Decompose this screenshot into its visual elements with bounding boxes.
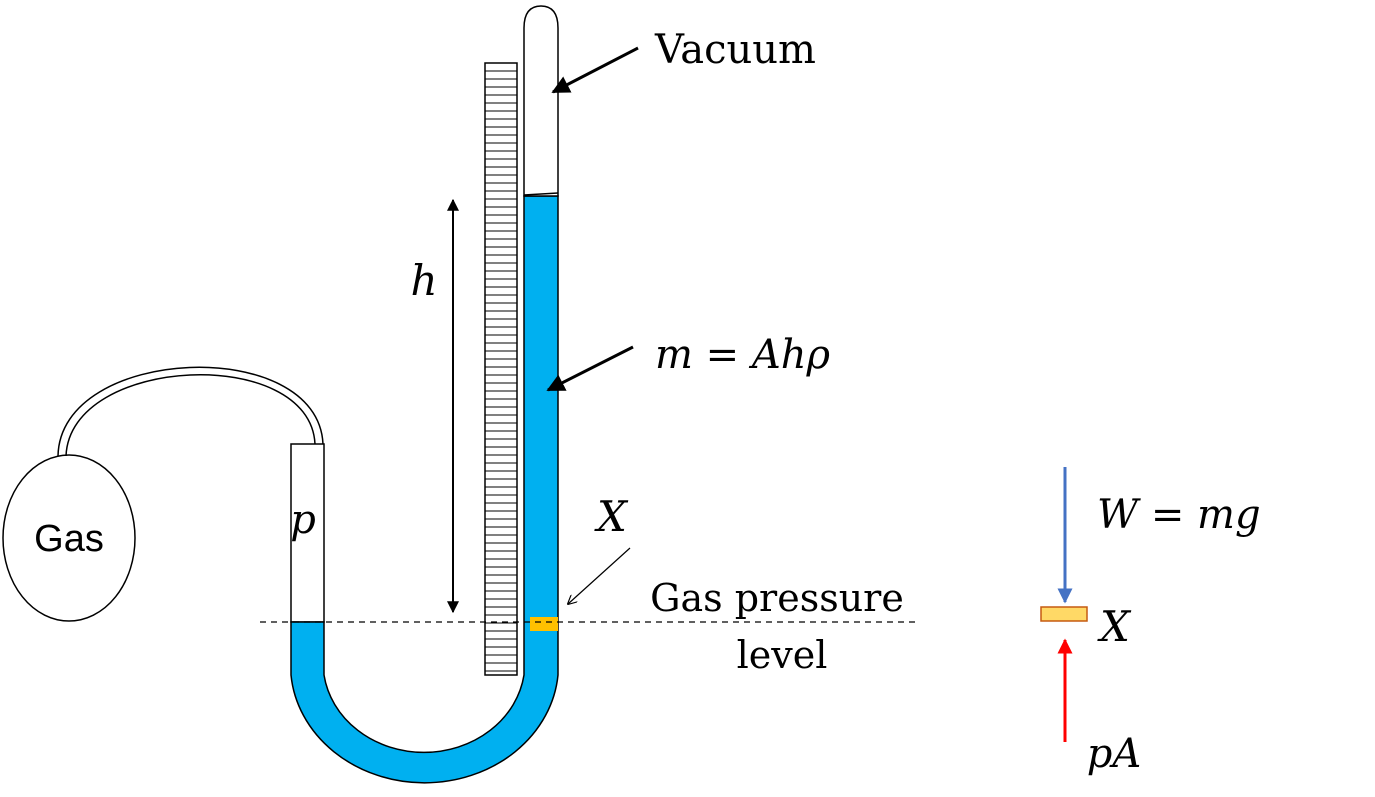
- element-x-fbd: [1040, 606, 1088, 622]
- mass-equation: m = Ahρ: [655, 332, 831, 378]
- pressure-label: p: [290, 497, 316, 543]
- vacuum-pointer-arrow: [551, 46, 639, 94]
- height-label: h: [410, 256, 437, 305]
- right-tube-vacuum: [523, 5, 559, 197]
- gas-pressure-level-label-1: Gas pressure: [650, 576, 904, 620]
- mass-pointer-arrow: [546, 345, 634, 392]
- point-x-pointer: [568, 547, 631, 604]
- point-x-fbd-label: X: [1097, 602, 1132, 651]
- gas-label: Gas: [34, 518, 104, 560]
- gas-pressure-level-label-2: level: [737, 633, 828, 677]
- element-x-tube: [530, 617, 558, 631]
- gas-bulb: [2, 454, 136, 622]
- ruler-frame: [484, 62, 518, 676]
- connecting-hose-inner: [65, 374, 316, 457]
- connecting-hose-outer: [57, 366, 324, 457]
- free-body-diagram: W = mg X pA: [1040, 467, 1261, 777]
- pressure-force-label: pA: [1087, 731, 1142, 777]
- liquid-u-bend: [290, 195, 559, 784]
- liquid-meniscus: [523, 192, 559, 196]
- left-tube: [290, 443, 325, 623]
- weight-equation: W = mg: [1097, 492, 1261, 538]
- ruler-scale: [484, 62, 518, 676]
- vacuum-label: Vacuum: [654, 27, 816, 73]
- point-x-tube-label: X: [594, 492, 629, 541]
